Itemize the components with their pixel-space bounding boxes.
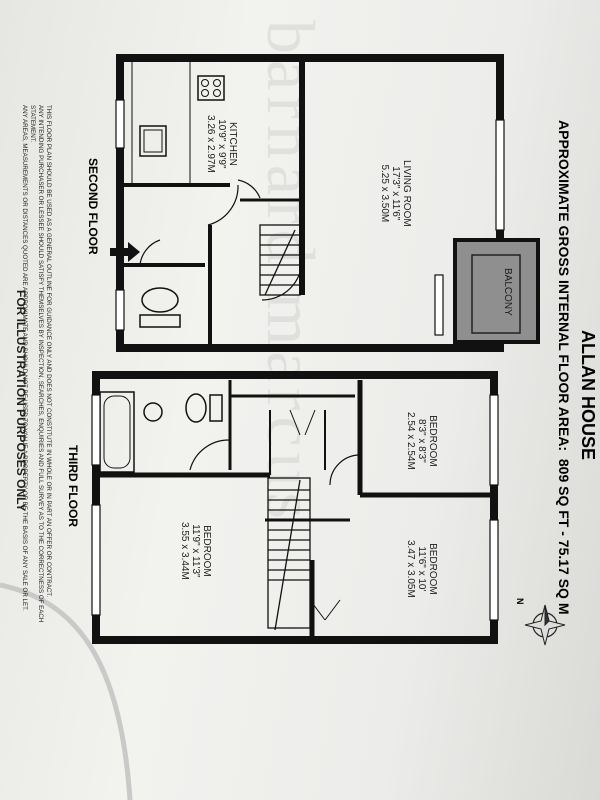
- bedroom-left-metric: 3.55 x 3.44M: [179, 522, 190, 580]
- area-label-text: APPROXIMATE GROSS INTERNAL FLOOR AREA:: [556, 120, 572, 452]
- room-label-kitchen: KITCHEN 10'9" x 9'9" 3.26 x 2.97M: [205, 115, 238, 173]
- compass-icon: [524, 604, 566, 646]
- bedroom-small-imperial: 8'3" x 8'3": [416, 419, 427, 463]
- floor-area-label: APPROXIMATE GROSS INTERNAL FLOOR AREA: 8…: [556, 120, 572, 615]
- kitchen-name: KITCHEN: [227, 121, 238, 166]
- entrance-arrow-icon: [110, 242, 140, 262]
- stairs-third: [267, 477, 311, 631]
- kitchen-imperial: 10'9" x 9'9": [216, 119, 227, 169]
- area-value-text: 809 SQ FT - 75.17 SQ M: [556, 458, 572, 615]
- disclaimer-line-2: ANY INTENDING PURCHASER OR LESSEE SHOULD…: [29, 105, 44, 623]
- hob: [197, 75, 225, 101]
- bedroom-right-metric: 3.47 x 3.05M: [405, 540, 416, 598]
- bedroom-left-imperial: 11'9" x 11'3": [190, 524, 201, 578]
- room-label-balcony: BALCONY: [502, 268, 513, 316]
- bedroom-small-name: BEDROOM: [427, 415, 438, 467]
- bedroom-left-name: BEDROOM: [201, 525, 212, 577]
- room-label-bedroom-left: BEDROOM 11'9" x 11'3" 3.55 x 3.44M: [179, 522, 212, 580]
- bath: [99, 391, 135, 473]
- disclaimer-line-1: THIS FLOOR PLAN SHOULD BE USED AS A GENE…: [45, 105, 52, 598]
- cable: [0, 582, 133, 800]
- stairs-second: [259, 224, 301, 296]
- kitchen-metric: 3.26 x 2.97M: [205, 115, 216, 173]
- second-floor-label: SECOND FLOOR: [86, 158, 100, 255]
- room-label-living: LIVING ROOM 17'3" x 11'6" 5.25 x 3.50M: [379, 160, 412, 227]
- room-label-bedroom-small: BEDROOM 8'3" x 8'3" 2.54 x 2.54M: [405, 412, 438, 470]
- room-label-bedroom-right: BEDROOM 11'6" x 10' 3.47 x 3.05M: [405, 540, 438, 598]
- bedroom-small-metric: 2.54 x 2.54M: [405, 412, 416, 470]
- third-floor-plan: [91, 371, 499, 644]
- bedroom-right-imperial: 11'6" x 10': [416, 546, 427, 592]
- living-imperial: 17'3" x 11'6": [390, 166, 401, 221]
- sink: [139, 125, 167, 157]
- bedroom-right-name: BEDROOM: [427, 543, 438, 595]
- illustration-note: FOR ILLUSTRATION PURPOSES ONLY: [14, 290, 28, 512]
- third-floor-label: THIRD FLOOR: [66, 445, 80, 527]
- living-metric: 5.25 x 3.50M: [379, 164, 390, 223]
- compass-north-label: N: [515, 598, 525, 605]
- second-floor-plan: [115, 54, 540, 352]
- living-name: LIVING ROOM: [401, 160, 412, 227]
- property-title: ALLAN HOUSE: [578, 330, 598, 460]
